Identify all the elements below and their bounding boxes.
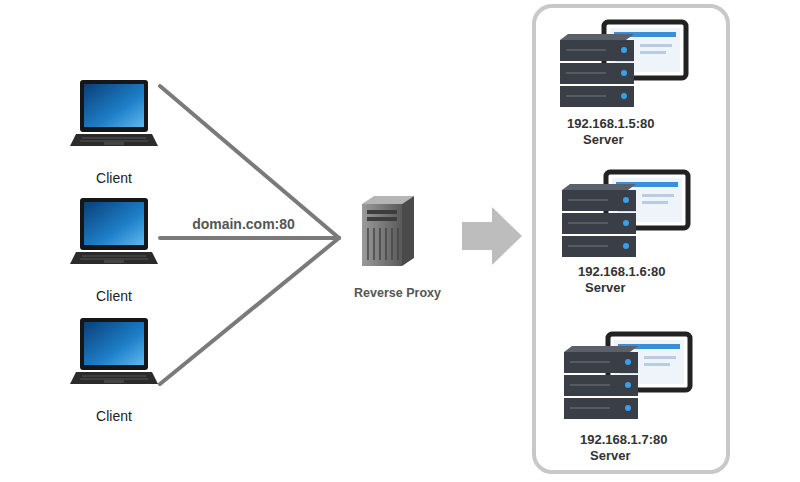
connector-line <box>160 86 339 238</box>
proxy-icon <box>379 228 381 260</box>
proxy-icon <box>362 196 414 266</box>
proxy-icon <box>362 204 402 266</box>
laptop-icon <box>70 318 158 384</box>
client-node: Client <box>64 78 164 186</box>
proxy-icon <box>397 228 399 260</box>
node-label: Server <box>590 448 713 464</box>
server-group <box>534 6 728 472</box>
node-label: Client <box>64 408 164 424</box>
server-node: 192.168.1.6:80Server <box>555 168 713 296</box>
client-node: Client <box>64 316 164 424</box>
node-label: Server <box>583 132 713 148</box>
server-icon <box>562 172 688 257</box>
server-node: 192.168.1.7:80Server <box>555 336 713 464</box>
proxy-icon <box>367 228 369 260</box>
proxy-icon <box>373 228 375 260</box>
client-node: Client <box>64 196 164 304</box>
laptop-icon <box>70 80 158 146</box>
connector-line <box>160 236 339 240</box>
connector-line <box>160 238 339 384</box>
proxy-icon <box>402 196 414 266</box>
proxy-icon <box>367 210 397 214</box>
address-label: 192.168.1.5:80 <box>567 116 713 132</box>
server-icon <box>560 22 686 107</box>
proxy-node: Reverse Proxy <box>341 190 454 301</box>
node-label: Client <box>64 170 164 186</box>
proxy-icon <box>385 228 387 260</box>
edge-label: domain.com:80 <box>190 216 297 232</box>
proxy-icon <box>367 217 397 221</box>
address-label: 192.168.1.6:80 <box>578 264 713 280</box>
server-node: 192.168.1.5:80Server <box>555 20 713 148</box>
node-label: Server <box>585 280 713 296</box>
laptop-icon <box>70 198 158 264</box>
server-icon <box>564 334 690 419</box>
proxy-icon <box>391 228 393 260</box>
forward-arrow <box>462 207 522 265</box>
address-label: 192.168.1.7:80 <box>580 432 713 448</box>
node-label: Reverse Proxy <box>341 285 454 301</box>
node-label: Client <box>64 288 164 304</box>
